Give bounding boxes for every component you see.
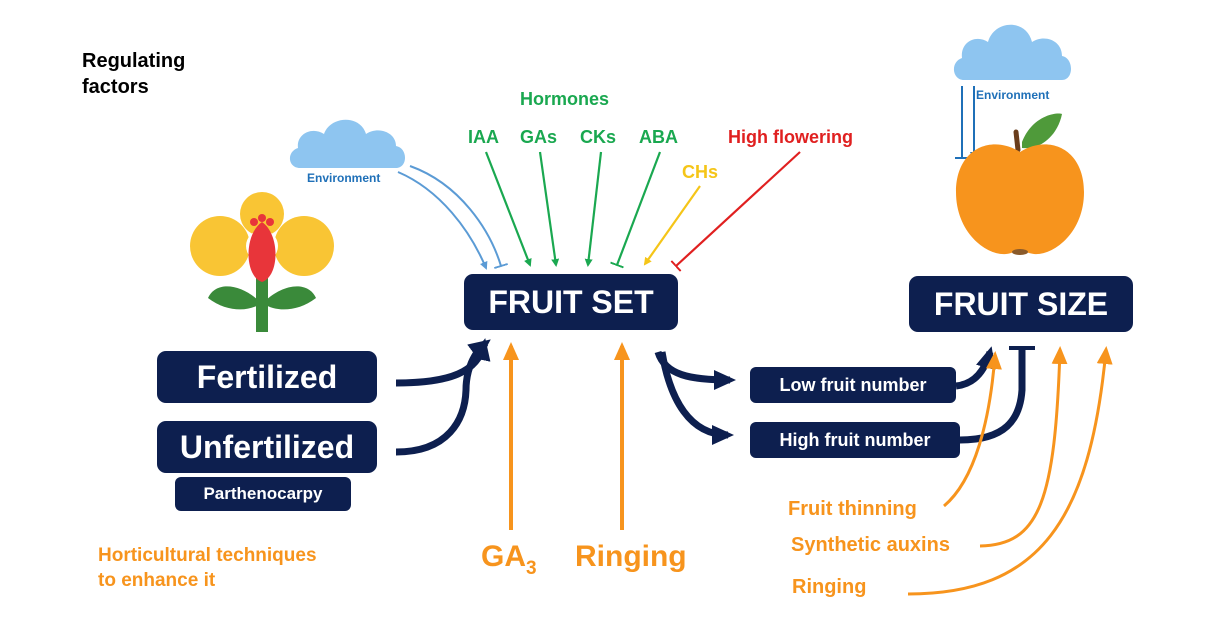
environment-inhibition-arrow (409, 165, 508, 270)
chs-arrow (643, 185, 701, 266)
synthetic-auxins-arrow (979, 346, 1068, 548)
chs-label: CHs (682, 162, 719, 182)
fertilized-box: Fertilized (157, 351, 377, 403)
environment-activation-arrow (397, 171, 488, 270)
aba-label: ABA (639, 127, 678, 147)
ringing-center-label: Ringing (575, 540, 687, 573)
regulating-factors-title: Regulating factors (82, 48, 185, 100)
synthetic-auxins-label: Synthetic auxins (791, 534, 950, 556)
fruit-set-box: FRUIT SET (464, 274, 678, 330)
cks-arrow (584, 151, 603, 267)
fruit-thinning-label: Fruit thinning (788, 498, 917, 520)
low-fruit-number-box: Low fruit number (750, 367, 956, 403)
gas-arrow (538, 151, 560, 267)
horticultural-line-2: to enhance it (98, 570, 216, 591)
fruit-thinning-arrow (943, 351, 1002, 508)
unfertilized-to-fruit-set-arrow (395, 339, 491, 456)
environment-left-label: Environment (307, 171, 381, 185)
high-flowering-arrow (670, 151, 801, 272)
environment-right-label: Environment (976, 88, 1050, 102)
iaa-arrow (484, 151, 532, 267)
ringing-right-label: Ringing (792, 576, 867, 598)
horticultural-techniques-label: Horticultural techniques to enhance it (98, 543, 317, 593)
ga3-subscript: 3 (526, 558, 537, 579)
ringing-right-arrow (907, 346, 1113, 596)
cloud-icon (953, 24, 1071, 80)
parthenocarpy-box: Parthenocarpy (175, 477, 351, 511)
fruit-icon (956, 113, 1084, 255)
unfertilized-box: Unfertilized (157, 421, 377, 473)
aba-arrow (610, 151, 662, 269)
fruit-set-to-high-number-arrow (658, 351, 734, 445)
high-flowering-label: High flowering (728, 127, 853, 147)
regulating-factors-line-1: Regulating (82, 50, 186, 72)
iaa-label: IAA (468, 127, 499, 147)
flower-icon (190, 192, 334, 332)
cloud-icon (289, 119, 405, 168)
regulating-factors-line-2: factors (82, 76, 149, 98)
gas-label: GAs (520, 127, 558, 147)
horticultural-line-1: Horticultural techniques (98, 545, 317, 566)
fruit-size-box: FRUIT SIZE (909, 276, 1133, 332)
high-fruit-number-box: High fruit number (750, 422, 960, 458)
high-number-to-fruit-size-inhibition (959, 346, 1035, 444)
ga3-base: GA (481, 540, 526, 573)
low-number-to-fruit-size-arrow (955, 346, 996, 390)
ga3-label: GA3 (481, 540, 537, 579)
cks-label: CKs (580, 127, 617, 147)
hormones-label: Hormones (520, 89, 610, 109)
